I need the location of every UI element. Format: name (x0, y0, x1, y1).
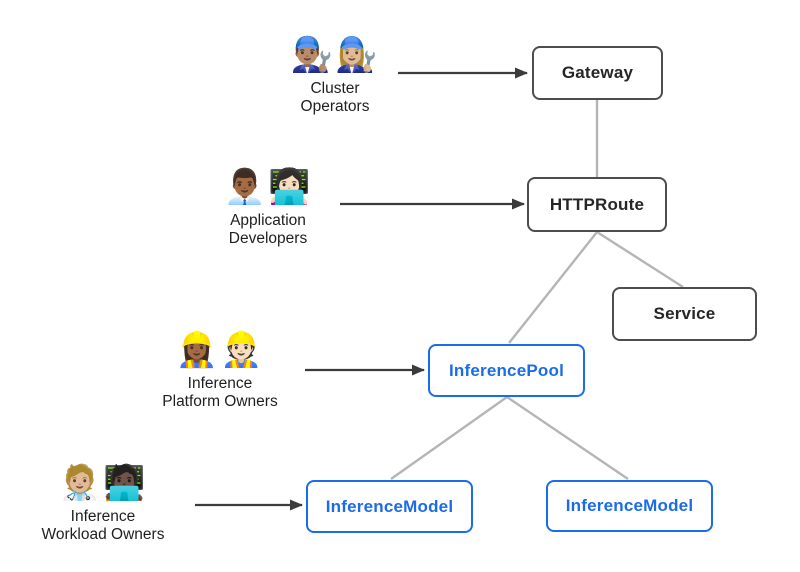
persona-label-line: Workload Owners (41, 526, 165, 543)
persona-label-line: Operators (300, 98, 370, 115)
persona-inference-platform-owners: 👷🏾‍♀️👷🏻 Inference Platform Owners (135, 329, 305, 411)
edge-httproute-service (596, 230, 684, 289)
persona-label: Inference Platform Owners (135, 375, 305, 411)
persona-label: Cluster Operators (250, 80, 420, 116)
edge-inferencepool-inferencemodel-1 (390, 396, 508, 480)
edge-httproute-inferencepool (508, 231, 598, 344)
persona-label-line: Platform Owners (162, 393, 278, 410)
persona-label-line: Inference (70, 508, 136, 525)
node-inferencepool: InferencePool (428, 344, 585, 397)
persona-label: Application Developers (183, 212, 353, 248)
node-service: Service (612, 287, 757, 341)
persona-inference-workload-owners: 🧑🏼‍⚕️🧑🏿‍💻 Inference Workload Owners (18, 462, 188, 544)
node-httproute: HTTPRoute (527, 177, 667, 232)
persona-label-line: Inference (187, 375, 253, 392)
persona-application-developers: 👨🏾‍💼👩🏻‍💻 Application Developers (183, 166, 353, 248)
persona-cluster-operators: 👨🏽‍🔧👩🏼‍🔧 Cluster Operators (250, 34, 420, 116)
node-inferencemodel-1: InferenceModel (306, 480, 473, 533)
workload-owners-pair-icon: 🧑🏼‍⚕️🧑🏿‍💻 (58, 464, 148, 502)
node-inferencemodel-2: InferenceModel (546, 480, 713, 532)
persona-label: Inference Workload Owners (18, 508, 188, 544)
persona-label-line: Developers (228, 230, 308, 247)
construction-workers-pair-icon: 👷🏾‍♀️👷🏻 (175, 331, 265, 369)
developers-pair-icon: 👨🏾‍💼👩🏻‍💻 (223, 168, 313, 206)
edge-inferencepool-inferencemodel-2 (506, 396, 629, 480)
persona-label-line: Cluster (310, 80, 360, 97)
persona-label-line: Application (230, 212, 306, 229)
mechanics-pair-icon: 👨🏽‍🔧👩🏼‍🔧 (290, 36, 380, 74)
node-gateway: Gateway (532, 46, 663, 100)
